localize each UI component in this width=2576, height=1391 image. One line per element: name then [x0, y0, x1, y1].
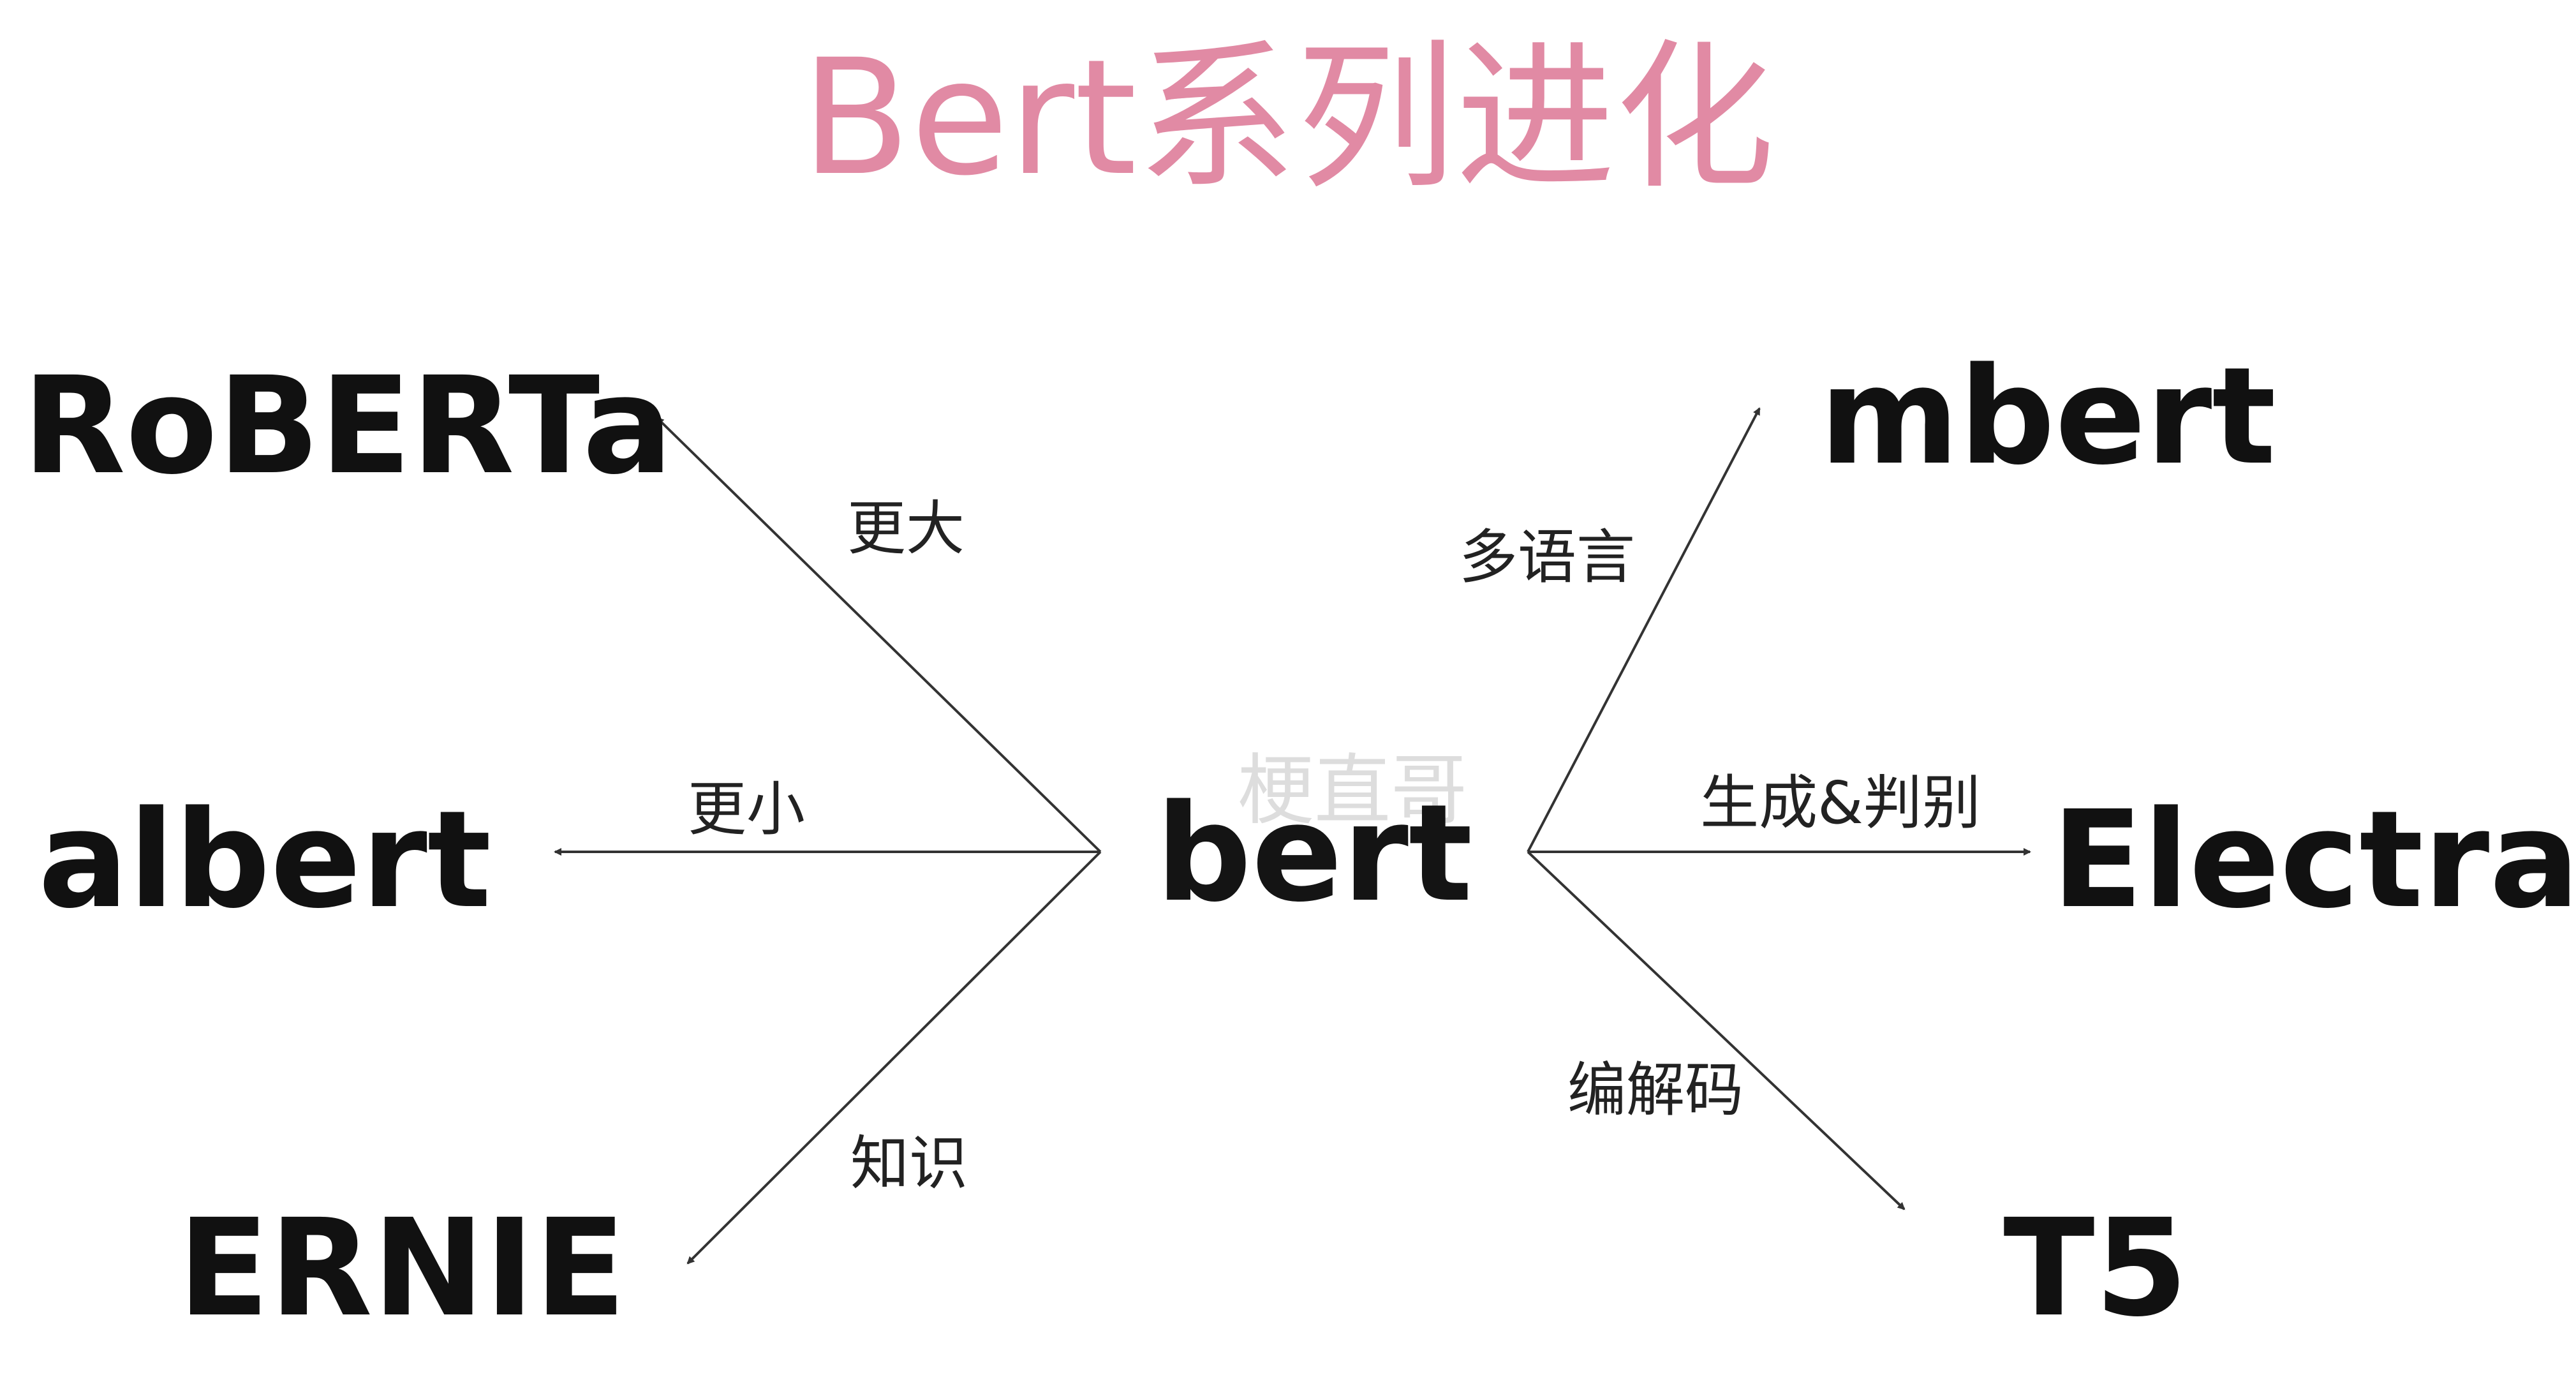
edge-label-ernie: 知识 — [850, 1129, 968, 1198]
node-mbert: mbert — [1819, 338, 2276, 495]
diagram-title: Bert系列进化 — [801, 25, 1775, 211]
edge-label-electra: 生成&判别 — [1700, 769, 1981, 837]
node-t5: T5 — [2003, 1190, 2187, 1346]
node-ernie: ERNIE — [178, 1190, 626, 1346]
edge-label-t5: 编解码 — [1567, 1056, 1743, 1124]
center-node-bert: bert — [1156, 775, 1473, 932]
edge-bert-to-mbert — [1527, 407, 1761, 852]
watermark: 梗直哥 — [1238, 747, 1467, 835]
edge-label-albert: 更小 — [688, 775, 805, 844]
edge-bert-to-ernie — [686, 851, 1102, 1265]
node-albert: albert — [38, 782, 491, 938]
edge-label-mbert: 多语言 — [1459, 523, 1635, 591]
node-electra: Electra — [2052, 782, 2576, 938]
node-roberta: RoBERTa — [22, 348, 673, 504]
edge-bert-to-t5 — [1527, 851, 1906, 1210]
edge-bert-to-roberta — [656, 417, 1102, 853]
edge-label-roberta: 更大 — [847, 495, 965, 563]
